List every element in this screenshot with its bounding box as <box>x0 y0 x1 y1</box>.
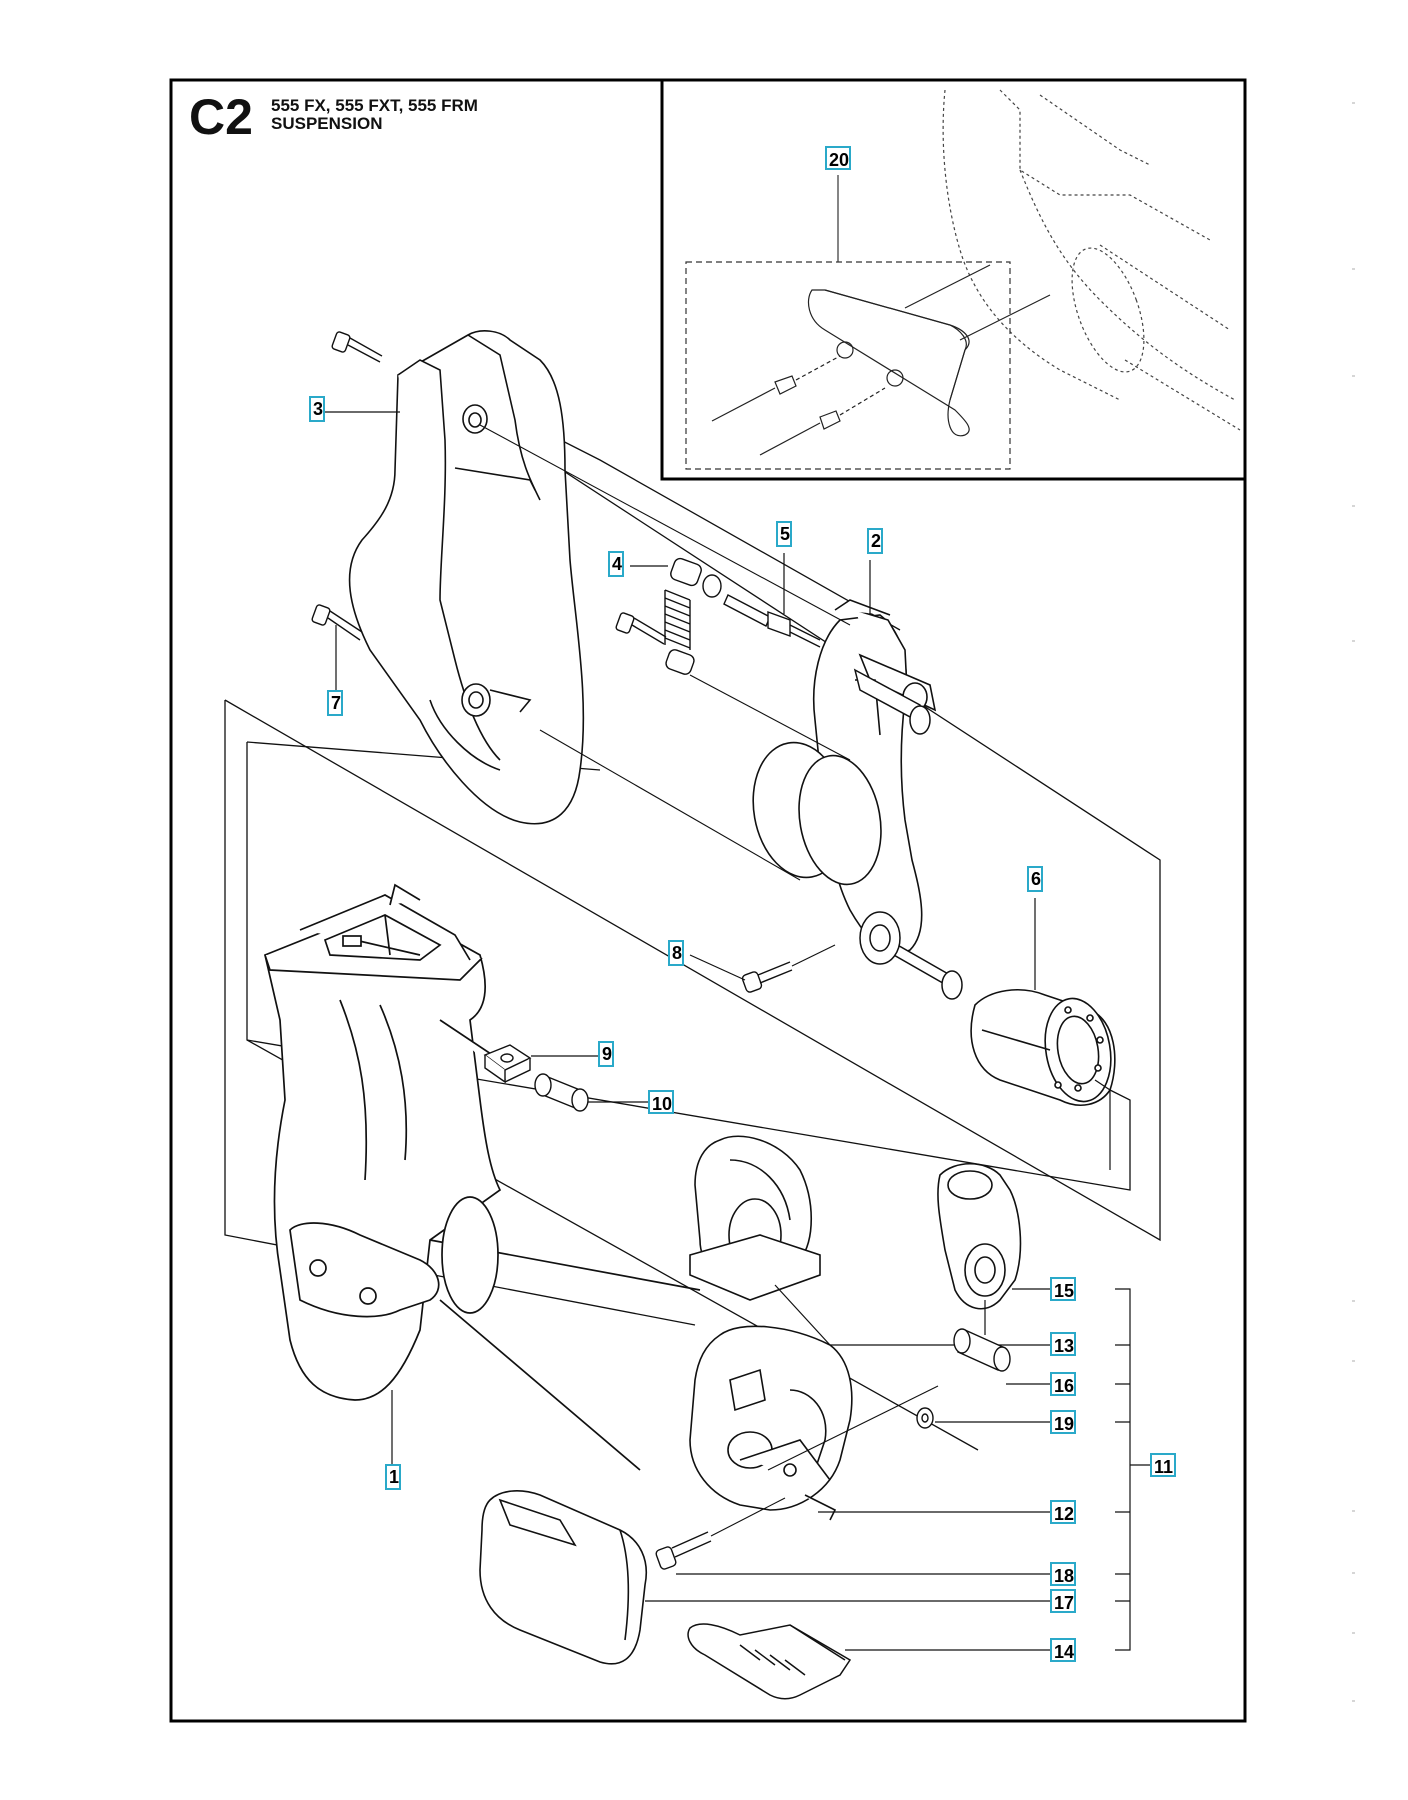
part-13-grip-clamp <box>689 1135 821 1301</box>
part-6-damper <box>970 989 1116 1106</box>
model-list: 555 FX, 555 FXT, 555 FRM <box>271 96 478 115</box>
part-8-screw <box>741 961 793 993</box>
callout-13[interactable]: 13 <box>1050 1332 1076 1356</box>
part-2-bracket <box>752 599 937 954</box>
part-1-handle-housing <box>264 883 701 1471</box>
inset-frame <box>660 78 1247 481</box>
part-2-shaft <box>853 668 963 1000</box>
callout-14[interactable]: 14 <box>1050 1638 1076 1662</box>
callout-5[interactable]: 5 <box>776 521 792 547</box>
callout-19[interactable]: 19 <box>1050 1410 1076 1434</box>
callout-15[interactable]: 15 <box>1050 1277 1076 1301</box>
callout-3[interactable]: 3 <box>309 396 325 422</box>
callout-20[interactable]: 20 <box>825 146 851 170</box>
diagram-code: C2 <box>189 89 253 145</box>
callout-4[interactable]: 4 <box>608 551 624 577</box>
part-3-upper-cover <box>348 330 585 825</box>
part-17-grip <box>479 1490 647 1665</box>
part-14-trigger <box>687 1623 852 1700</box>
part-9-nut <box>483 1044 532 1084</box>
part-19-washer <box>916 1407 934 1429</box>
callout-12[interactable]: 12 <box>1050 1500 1076 1524</box>
bracket-11 <box>1115 1288 1155 1651</box>
part-15-lever <box>937 1163 1022 1310</box>
callout-1[interactable]: 1 <box>385 1464 401 1490</box>
callout-17[interactable]: 17 <box>1050 1589 1076 1613</box>
callout-16[interactable]: 16 <box>1050 1372 1076 1396</box>
part-10-sleeve <box>534 1073 589 1112</box>
inset-detail <box>685 89 1241 470</box>
callout-9[interactable]: 9 <box>598 1041 614 1067</box>
section-title: SUSPENSION <box>271 114 383 133</box>
part-12-clamp <box>689 1325 853 1521</box>
part-4-spring <box>664 557 722 675</box>
part-16-pin <box>953 1328 1011 1372</box>
part-18-screw <box>655 1531 712 1570</box>
callout-18[interactable]: 18 <box>1050 1562 1076 1586</box>
callout-8[interactable]: 8 <box>668 940 684 966</box>
part-3-bolts <box>311 331 383 641</box>
part-5-bolt <box>615 594 821 648</box>
callout-11[interactable]: 11 <box>1150 1453 1176 1477</box>
edge-marks <box>1352 102 1355 1702</box>
callout-10[interactable]: 10 <box>648 1090 674 1114</box>
callout-7[interactable]: 7 <box>327 690 343 716</box>
callout-6[interactable]: 6 <box>1027 866 1043 892</box>
callout-2[interactable]: 2 <box>867 528 883 554</box>
